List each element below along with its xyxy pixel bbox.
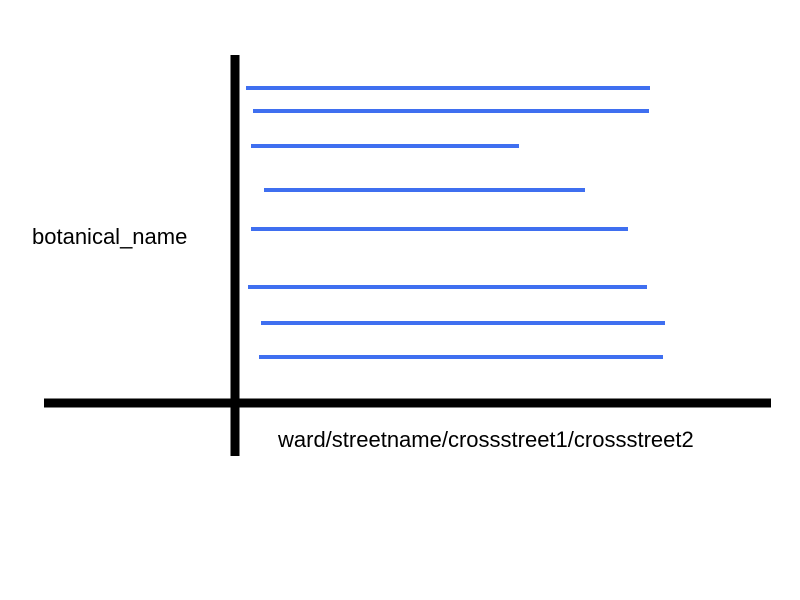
y-axis-label: botanical_name xyxy=(32,224,188,249)
bar-group xyxy=(246,86,665,359)
x-axis-label: ward/streetname/crossstreet1/crossstreet… xyxy=(278,427,694,452)
